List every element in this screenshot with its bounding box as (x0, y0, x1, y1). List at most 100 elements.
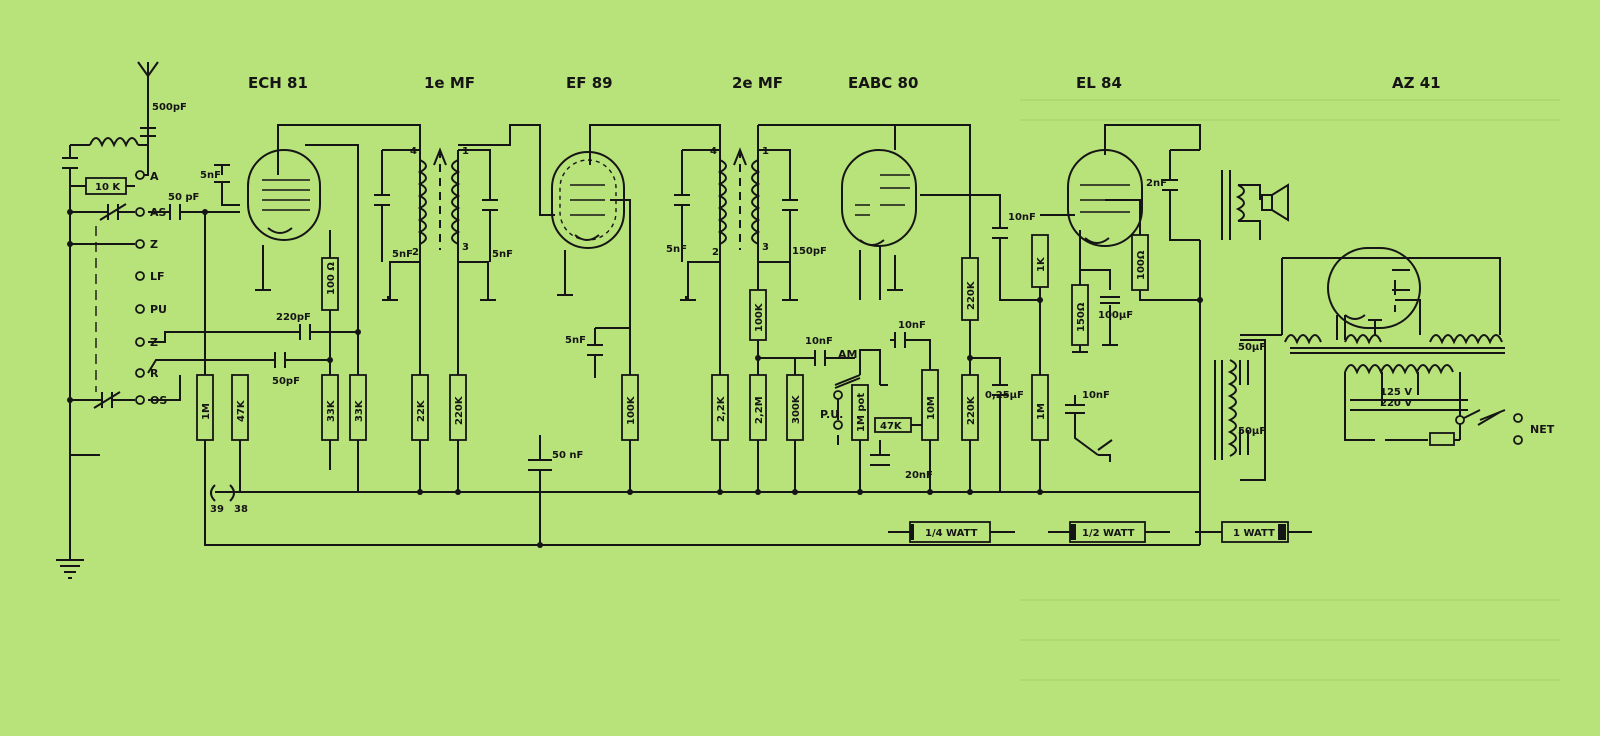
if-pin-label: 4 (410, 146, 417, 157)
tube-title-eabc80: EABC 80 (848, 74, 918, 92)
legend-one-watt: 1 WATT (1233, 528, 1275, 539)
terminal-pu-switch[interactable] (833, 390, 843, 400)
capacitor-label: 50μF (1238, 426, 1266, 437)
terminal-net-1[interactable] (1513, 413, 1523, 423)
terminal-label-a: A (150, 170, 159, 183)
tone-switch-icon[interactable] (1097, 439, 1113, 451)
capacitor-label: 10nF (1082, 390, 1110, 401)
terminal-voltage-selector[interactable] (1455, 415, 1465, 425)
tube-title-el84: EL 84 (1076, 74, 1122, 92)
if-pin-label: 3 (762, 242, 769, 253)
resistor-label: 100Ω (1136, 250, 1147, 280)
capacitor-label: 2nF (1146, 178, 1167, 189)
terminal-pu-input[interactable] (833, 420, 843, 430)
capacitor-label: 10nF (1008, 212, 1036, 223)
resistor-label: 33K (354, 399, 365, 422)
am-pu-switch-icon[interactable] (834, 377, 861, 389)
mains-switch-icon[interactable] (1477, 411, 1501, 426)
terminal-as[interactable] (135, 207, 145, 217)
terminal-label-z2: Z (150, 336, 158, 349)
terminal-label-lf: LF (150, 270, 165, 283)
switch-symbols (834, 377, 1501, 451)
legend-half-watt: 1/2 WATT (1082, 528, 1135, 539)
fuse-icon (1429, 432, 1455, 446)
capacitor-label: 50μF (1238, 342, 1266, 353)
resistor-label: 220K (966, 395, 977, 425)
capacitor-label: 10nF (805, 336, 833, 347)
resistor-label: 150Ω (1076, 302, 1087, 332)
tube-title-mf2: 2e MF (732, 74, 783, 92)
capacitor-label: 50pF (272, 376, 300, 387)
resistor-label: 100 Ω (326, 262, 337, 295)
pin-bracket-icon (210, 484, 235, 502)
if-pin-label: 3 (462, 242, 469, 253)
capacitor-label: 50 pF (168, 192, 199, 203)
resistor-vertical (196, 234, 1149, 441)
terminal-label-pu: PU (150, 303, 167, 316)
if-transformer-2-icon (717, 147, 761, 250)
capacitor-label: 10nF (898, 320, 926, 331)
resistor-label: 1M (1036, 403, 1047, 420)
terminal-pu[interactable] (135, 304, 145, 314)
resistor-label: 22K (416, 399, 427, 422)
if-transformer-1-icon (417, 147, 461, 250)
capacitor-label: 5nF (200, 170, 221, 181)
background-bleed (1020, 99, 1560, 681)
terminal-net-2[interactable] (1513, 435, 1523, 445)
resistor-label: 220K (966, 280, 977, 310)
capacitor-label: 5nF (492, 249, 513, 260)
terminal-r[interactable] (135, 368, 145, 378)
resistor-label: 10 K (95, 182, 121, 193)
resistor-label: 1K (1036, 256, 1047, 272)
tube-title-ef89: EF 89 (566, 74, 613, 92)
terminal-os[interactable] (135, 395, 145, 405)
resistor-label: 1M (201, 403, 212, 420)
pu-label: P.U. (820, 408, 843, 421)
resistor-label: 100K (754, 302, 765, 332)
terminal-a[interactable] (135, 170, 145, 180)
resistor-horizontal (85, 177, 912, 433)
tube-envelope-ef89-icon (551, 151, 625, 249)
terminal-label-z1: Z (150, 238, 158, 251)
terminal-z2[interactable] (135, 337, 145, 347)
legend-quarter-watt: 1/4 WATT (925, 528, 978, 539)
terminal-label-r: R (150, 367, 159, 380)
capacitor-label: 500pF (152, 102, 187, 113)
capacitor-label: 150pF (792, 246, 827, 257)
resistor-label: 300K (791, 394, 802, 424)
resistor-label: 10M (926, 396, 937, 420)
terminal-label-as: AS (150, 206, 167, 219)
if-pin-label: 1 (762, 146, 769, 157)
wattage-legend (888, 521, 1312, 543)
resistor-label: 2,2M (754, 396, 765, 424)
am-switch-label: AM (838, 348, 857, 361)
capacitor-label: 0,25μF (985, 390, 1024, 401)
tube-title-ech81: ECH 81 (248, 74, 308, 92)
voltage-label-125: 125 V (1380, 387, 1412, 398)
wiring (56, 61, 1506, 579)
terminal-z1[interactable] (135, 239, 145, 249)
tube-envelope-el84-icon (1067, 149, 1143, 247)
voltage-label-220: 220 V (1380, 398, 1412, 409)
tube-title-mf1: 1e MF (424, 74, 475, 92)
terminal-lf[interactable] (135, 271, 145, 281)
resistor-label: 47K (880, 421, 903, 432)
tube-title-az41: AZ 41 (1392, 74, 1441, 92)
resistor-label: 100K (626, 395, 637, 425)
capacitor-label: 5nF (666, 244, 687, 255)
resistor-label: 1M pot (856, 393, 867, 432)
capacitor-label: 5nF (565, 335, 586, 346)
if-pin-label: 1 (462, 146, 469, 157)
if-pin-label: 2 (412, 247, 419, 258)
tube-envelope-eabc80-icon (841, 149, 917, 247)
tube-titles: ECH 81 1e MF EF 89 2e MF EABC 80 EL 84 A… (248, 74, 1441, 92)
terminal-label-os: OS (150, 394, 167, 407)
if-pin-label: 2 (712, 247, 719, 258)
input-terminals (135, 170, 1523, 445)
junction-dots (67, 209, 1203, 548)
resistor-label: 220K (454, 395, 465, 425)
capacitor-label: 220pF (276, 312, 311, 323)
resistor-label: 33K (326, 399, 337, 422)
capacitor-label: 5nF (392, 249, 413, 260)
